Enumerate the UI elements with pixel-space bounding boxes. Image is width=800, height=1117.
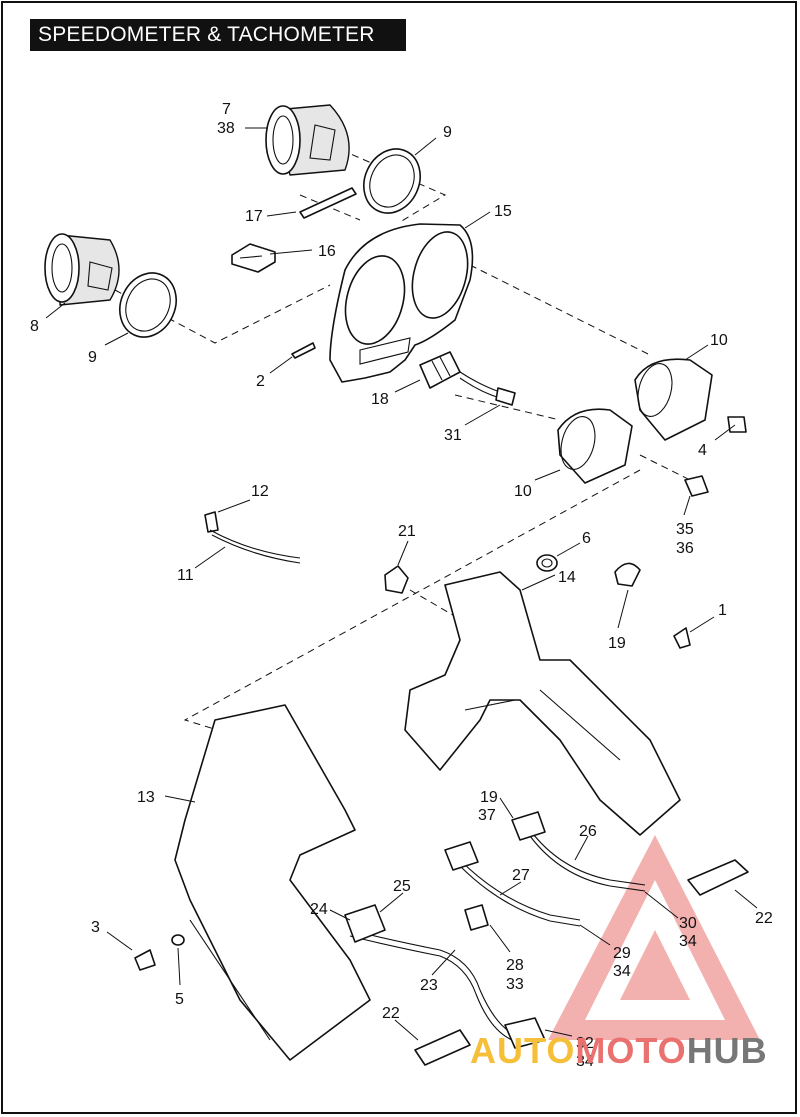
callout-24: 24: [310, 901, 328, 918]
callout-28: 28: [506, 957, 524, 974]
callout-26: 26: [579, 823, 597, 840]
watermark-text-hub: HUB: [686, 1030, 768, 1071]
callout-15: 15: [494, 203, 512, 220]
gauge-gasket-lower: [119, 272, 177, 338]
callout-19-strap: 19: [608, 635, 626, 652]
speedometer-gauge: [44, 233, 120, 306]
callout-34-b: 34: [613, 963, 631, 980]
callout-3: 3: [91, 919, 100, 936]
mounting-bracket-lower: [414, 1029, 471, 1066]
callout-12: 12: [251, 483, 269, 500]
watermark-text-moto: MOTO: [575, 1030, 687, 1071]
callout-labels: 7 38 9 17 15 16 8 9 2 18 10 4 31 10 35 3…: [30, 101, 773, 1070]
grommet: [536, 554, 558, 572]
cable-strap: [614, 562, 641, 587]
cup-screw: [727, 416, 747, 433]
callout-29: 29: [613, 945, 631, 962]
callout-35: 35: [676, 521, 694, 538]
callout-31: 31: [444, 427, 462, 444]
callout-27: 27: [512, 867, 530, 884]
bulb-socket: [684, 475, 709, 497]
callout-10-upper: 10: [710, 332, 728, 349]
callout-37: 37: [478, 807, 496, 824]
callout-14: 14: [558, 569, 576, 586]
callout-10-lower: 10: [514, 483, 532, 500]
outer-fairing: [174, 704, 371, 1061]
callout-7: 7: [222, 101, 231, 118]
gauge-cup-lower: [557, 408, 633, 484]
callout-21: 21: [398, 523, 416, 540]
diagram-title: SPEEDOMETER & TACHOMETER: [30, 19, 406, 51]
fairing-screw: [134, 949, 156, 971]
callout-16: 16: [318, 243, 336, 260]
callout-38: 38: [217, 120, 235, 137]
gauge-bezel-housing: [329, 223, 474, 383]
autmotohub-watermark: AUTOMOTOHUB: [470, 1030, 768, 1072]
callout-4: 4: [698, 442, 707, 459]
callout-2: 2: [256, 373, 265, 390]
mounting-bracket-right: [687, 859, 749, 896]
callout-25: 25: [393, 878, 411, 895]
callout-22-lower: 22: [382, 1005, 400, 1022]
callout-11: 11: [177, 567, 194, 584]
callout-17: 17: [245, 208, 263, 225]
indicator-lamp-wire: [204, 511, 301, 564]
retaining-clip: [231, 243, 276, 273]
gauge-connector: [419, 351, 461, 389]
callout-6: 6: [582, 530, 591, 547]
callout-34-c: 34: [576, 1053, 594, 1070]
callout-19-harness: 19: [480, 789, 498, 806]
mounting-screw: [673, 627, 691, 649]
callout-18: 18: [371, 391, 389, 408]
callout-leaders: [45, 127, 758, 1041]
tachometer-gauge: [265, 104, 350, 176]
fairing-washer: [171, 934, 185, 946]
callout-13: 13: [137, 789, 155, 806]
callout-1: 1: [718, 602, 727, 619]
bezel-screw: [291, 342, 316, 359]
wiring-harnesses: [344, 811, 646, 1049]
watermark-text-auto: AUTO: [470, 1030, 576, 1071]
gauge-gasket-upper: [363, 148, 421, 214]
callout-8: 8: [30, 318, 39, 335]
foam-strip: [299, 187, 357, 219]
callout-9-upper: 9: [443, 124, 452, 141]
wire-clip: [384, 565, 409, 594]
gauge-harness: [459, 371, 516, 406]
callout-30: 30: [679, 915, 697, 932]
callout-9-lower: 9: [88, 349, 97, 366]
instrument-panel-inner: [404, 571, 681, 836]
callout-23: 23: [420, 977, 438, 994]
callout-5: 5: [175, 991, 184, 1008]
callout-33: 33: [506, 976, 524, 993]
callout-34-a: 34: [679, 933, 697, 950]
callout-22-right: 22: [755, 910, 773, 927]
watermark-triangle-logo: [548, 835, 760, 1040]
gauge-cup-upper: [634, 358, 713, 441]
callout-36: 36: [676, 540, 694, 557]
callout-32: 32: [576, 1035, 594, 1052]
